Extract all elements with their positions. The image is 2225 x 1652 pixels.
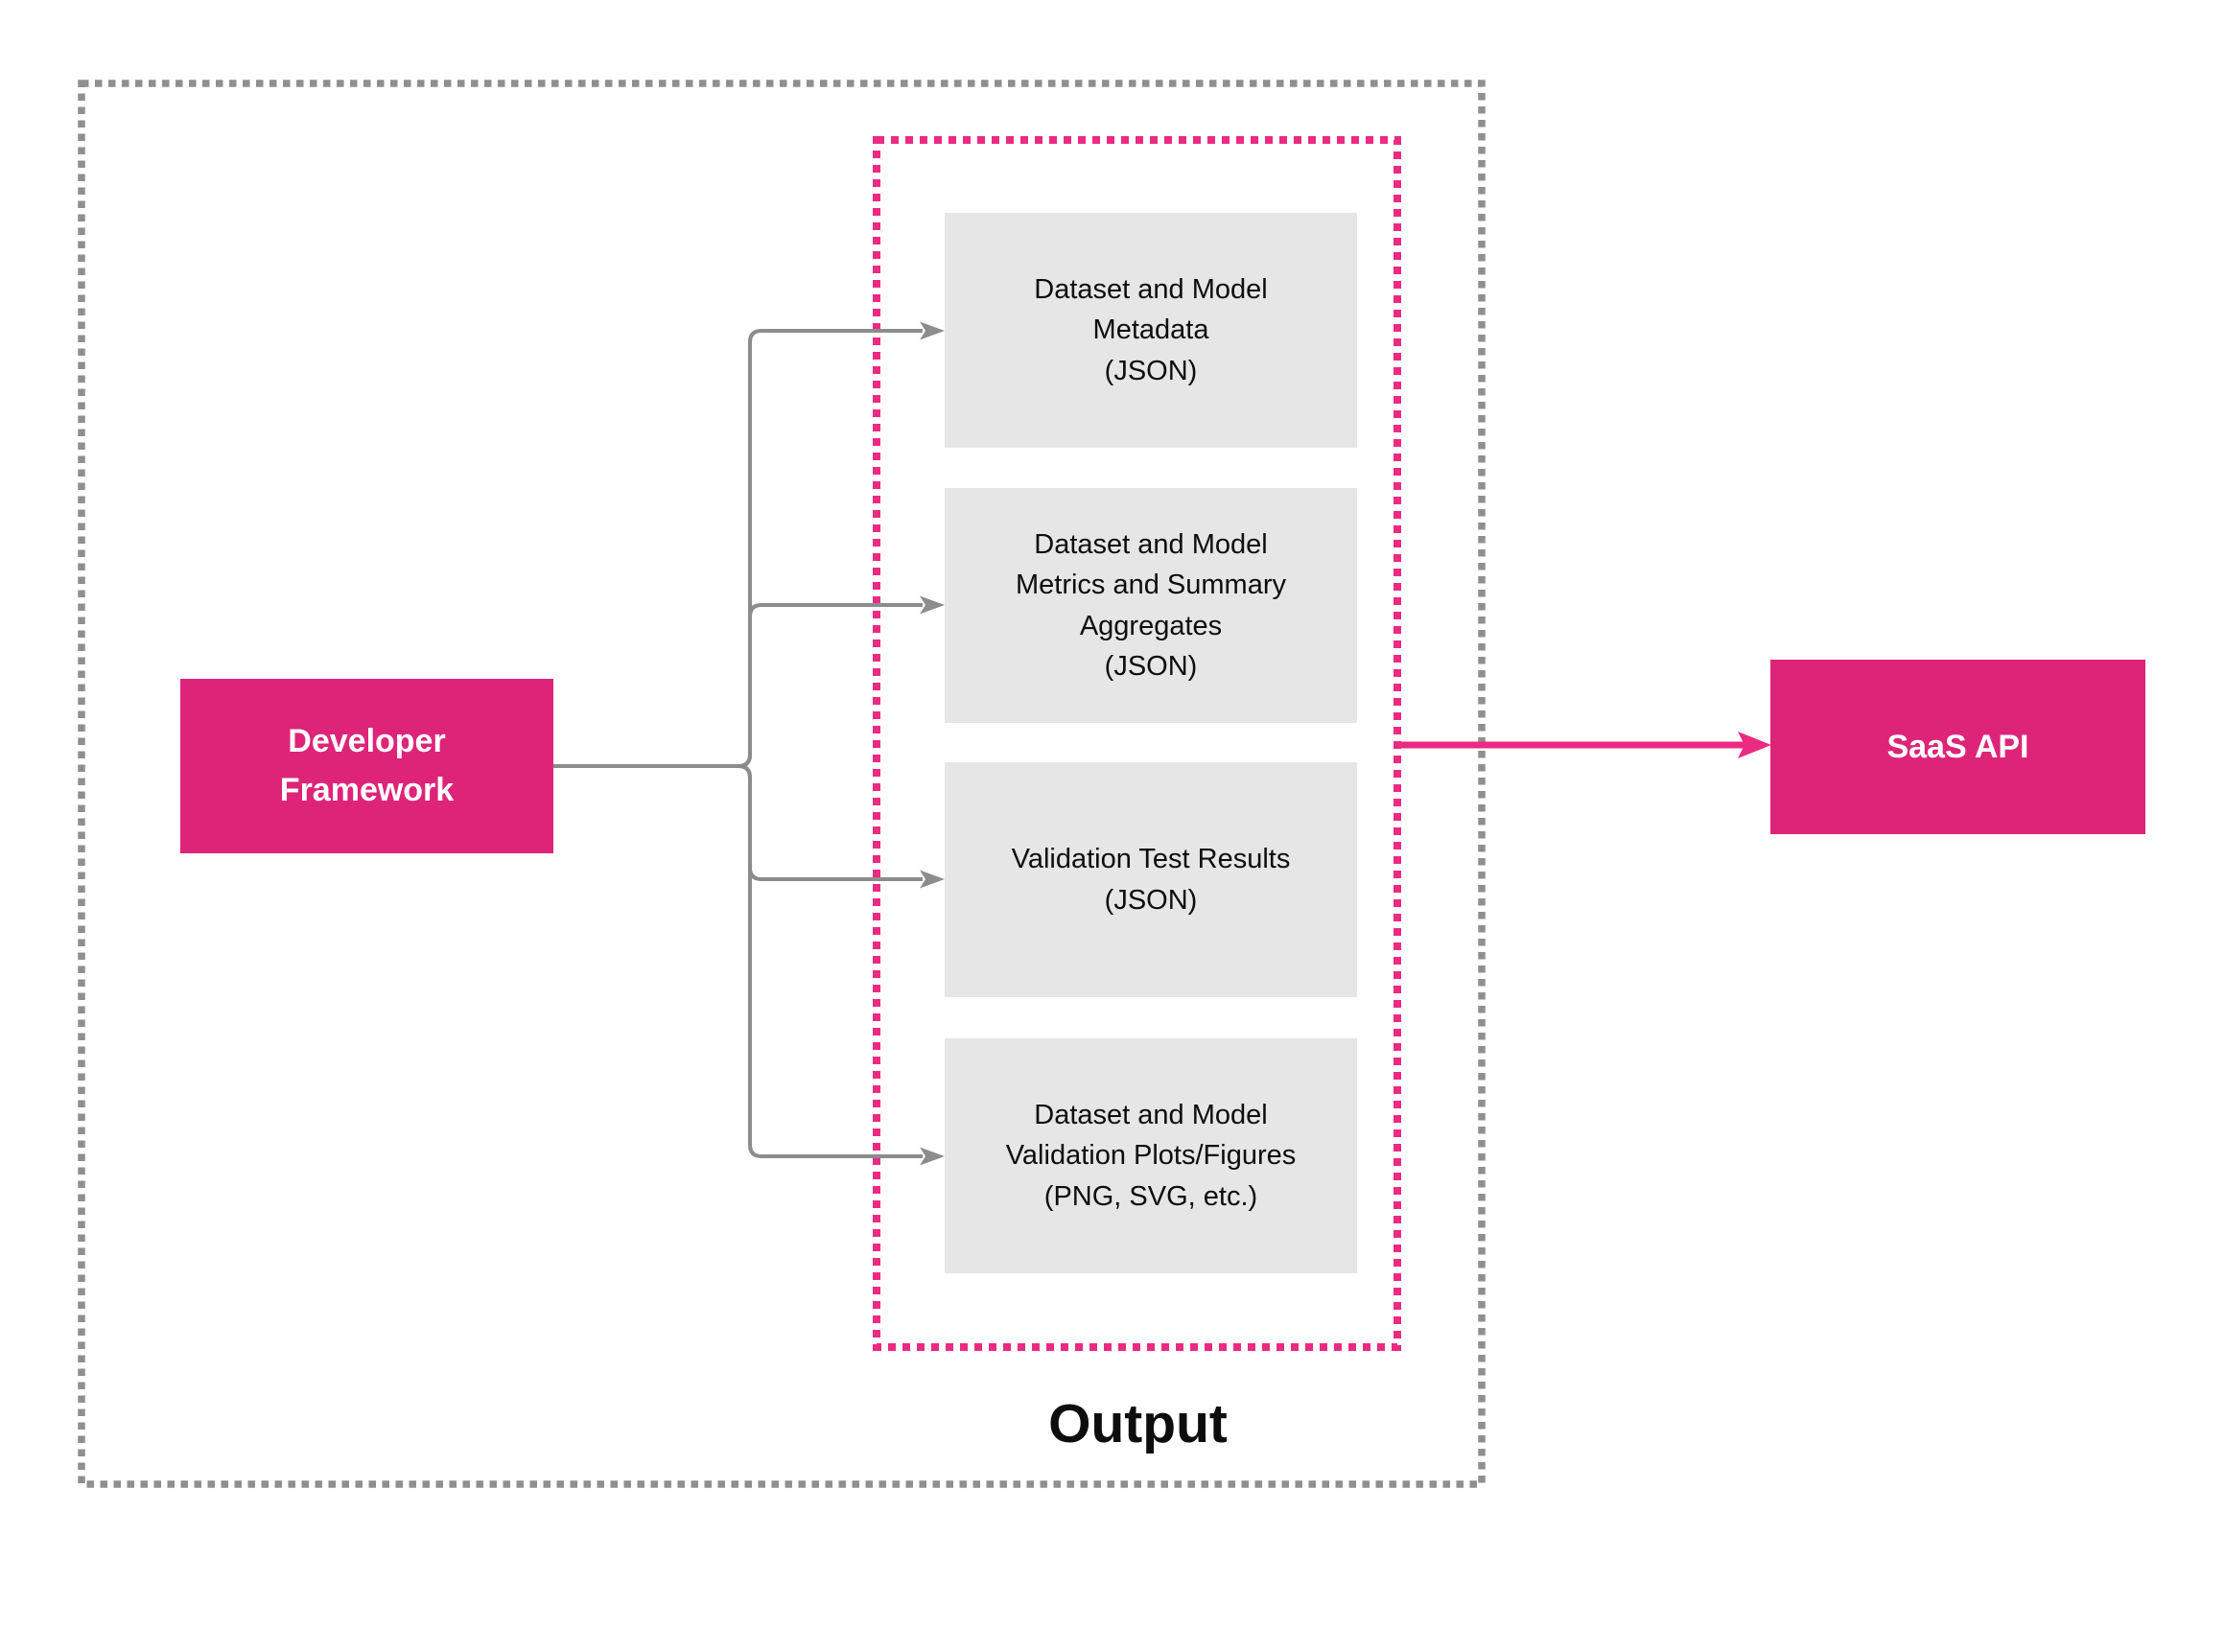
edge-to-metadata <box>553 329 923 768</box>
edge-to-metrics <box>553 603 923 768</box>
developer-framework-label: Developer Framework <box>279 723 455 808</box>
arrowhead-metrics-icon <box>920 595 945 615</box>
arrowhead-metadata-icon <box>920 321 945 340</box>
dataset-model-metadata-label: Dataset and Model Metadata (JSON) <box>1034 274 1268 386</box>
output-group-dotted-container <box>873 136 1401 1351</box>
connector-edges <box>553 329 923 1158</box>
arrowhead-plots-icon <box>920 1147 945 1166</box>
edge-to-test-results <box>553 764 923 881</box>
output-group-label: Output <box>1048 1393 1228 1454</box>
outer-dotted-container <box>78 80 1486 1488</box>
node-dataset-model-metrics: Dataset and Model Metrics and Summary Ag… <box>945 488 1357 723</box>
validation-plots-figures-label: Dataset and Model Validation Plots/Figur… <box>1005 1100 1297 1212</box>
saas-api-label: SaaS API <box>1886 728 2029 765</box>
node-dataset-model-metadata: Dataset and Model Metadata (JSON) <box>945 213 1357 448</box>
dataset-model-metrics-label: Dataset and Model Metrics and Summary Ag… <box>1015 529 1286 682</box>
node-validation-plots-figures: Dataset and Model Validation Plots/Figur… <box>945 1038 1357 1273</box>
validation-test-results-label: Validation Test Results (JSON) <box>1011 844 1291 916</box>
edge-to-plots <box>553 764 923 1158</box>
arrowhead-test-results-icon <box>920 870 945 889</box>
node-validation-test-results: Validation Test Results (JSON) <box>945 762 1357 997</box>
node-developer-framework: Developer Framework <box>180 679 553 853</box>
connector-arrowheads <box>920 321 945 1166</box>
node-saas-api: SaaS API <box>1770 660 2145 834</box>
arrowhead-saas-api-icon <box>1738 732 1771 758</box>
